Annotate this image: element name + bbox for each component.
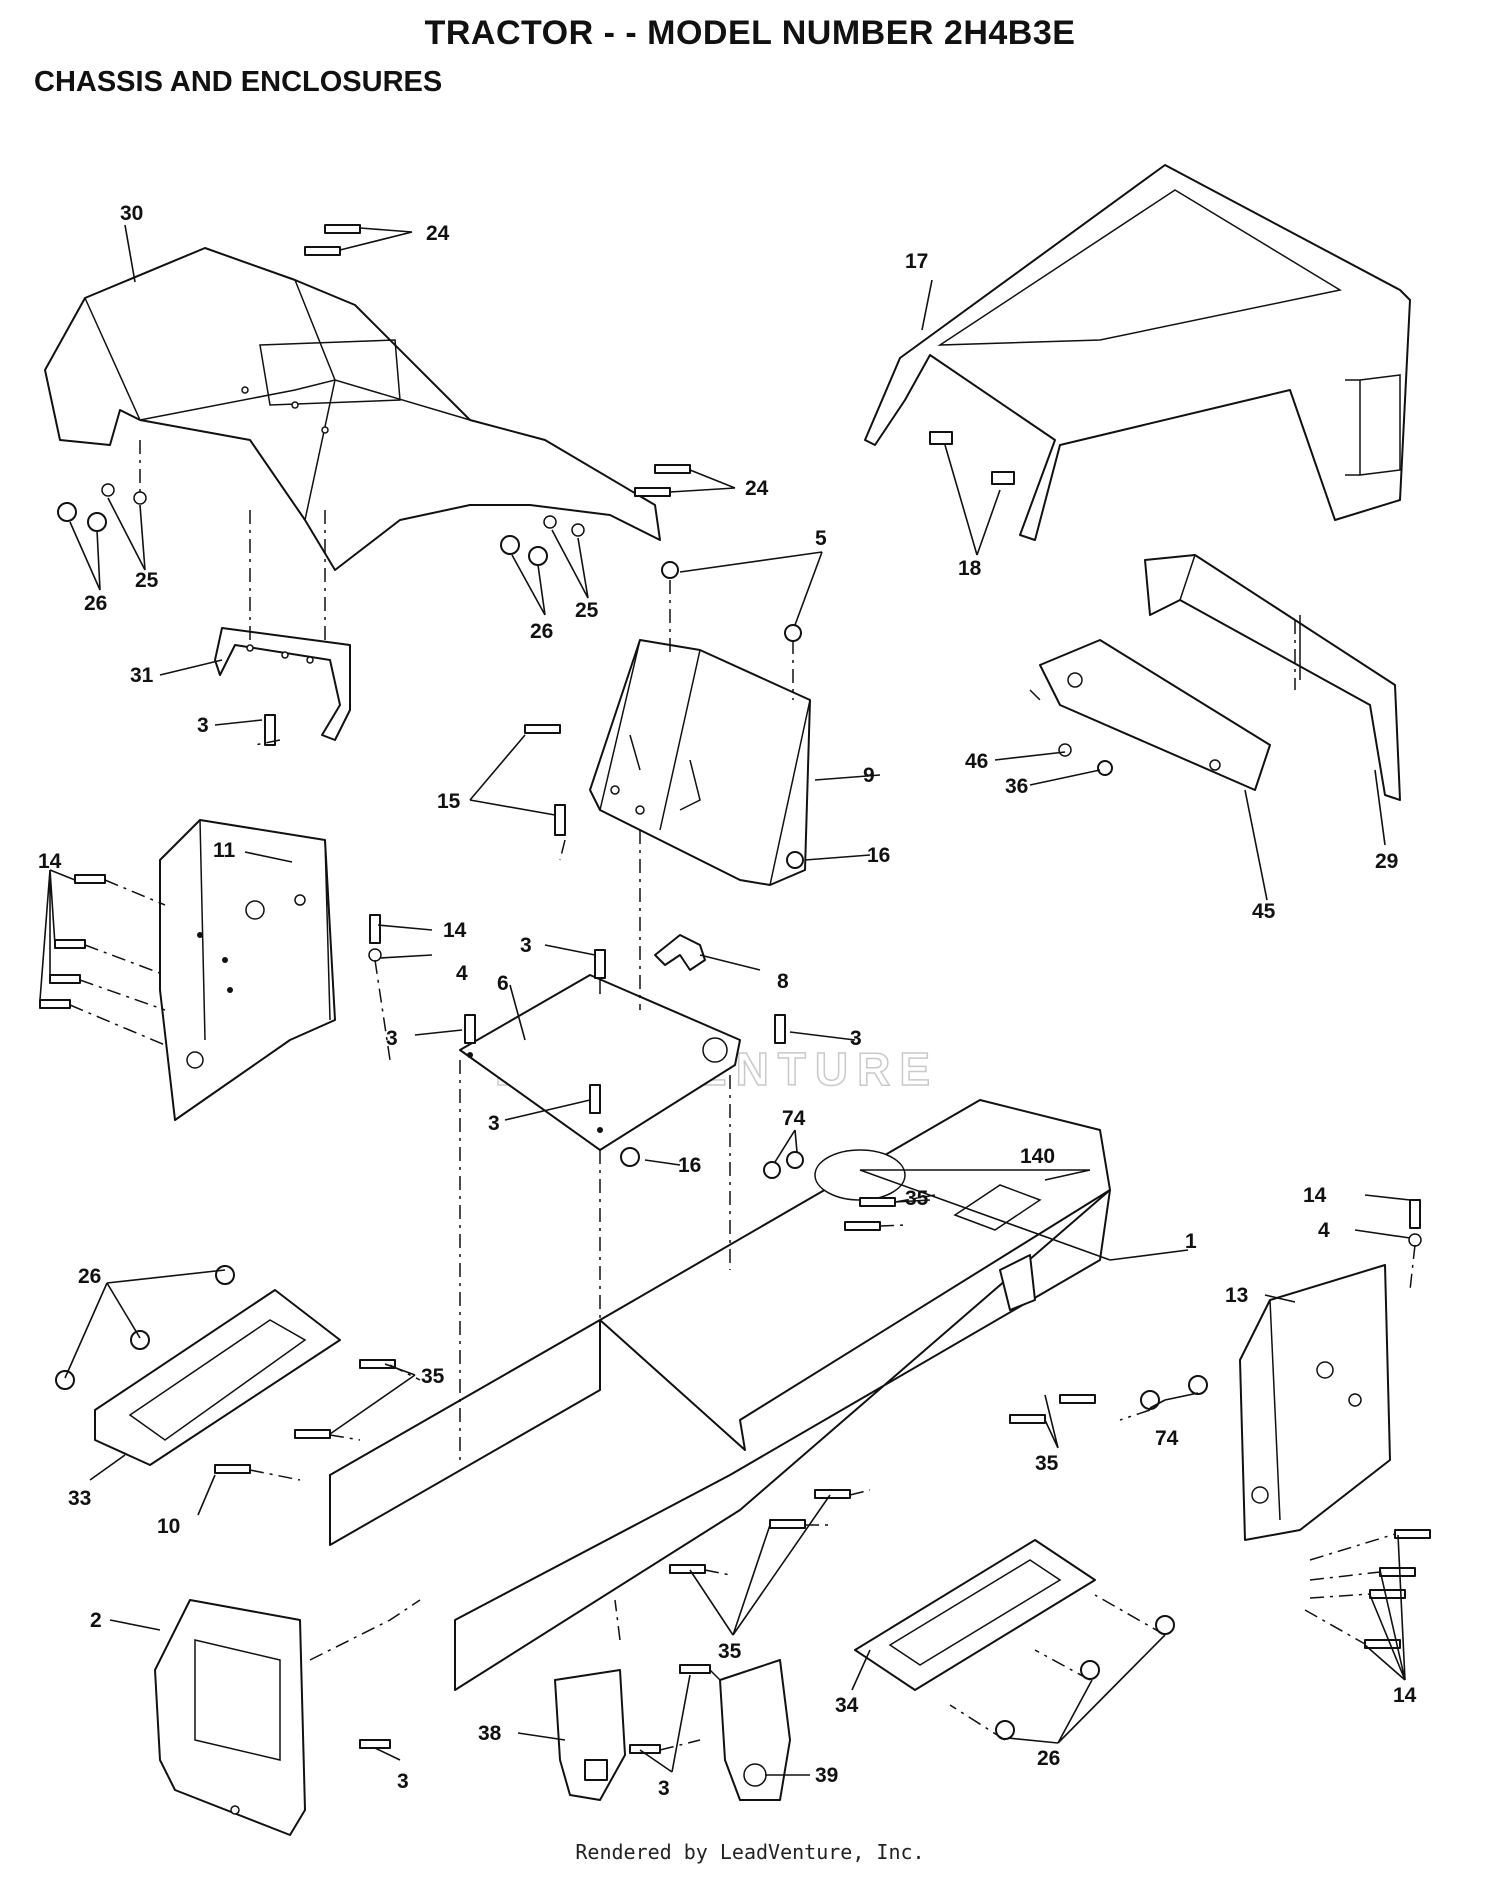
callout-16-top: 16 — [867, 844, 890, 867]
section-title: CHASSIS AND ENCLOSURES — [34, 66, 443, 98]
fasteners — [39, 224, 1431, 1754]
callout-13: 13 — [1225, 1284, 1248, 1307]
callout-14-left: 14 — [38, 850, 62, 873]
part-31-bracket — [214, 627, 351, 741]
callout-35-footrest: 35 — [421, 1365, 445, 1388]
callout-26-center: 26 — [530, 620, 553, 643]
part-6-center-plate — [459, 974, 741, 1151]
callout-74-top: 74 — [782, 1107, 806, 1130]
assembly-lines — [69, 440, 1416, 1751]
callout-38: 38 — [478, 1722, 502, 1745]
callout-14-center: 14 — [443, 919, 467, 942]
callout-45: 45 — [1252, 900, 1276, 923]
callouts: 30 24 17 24 18 25 26 25 26 5 31 3 9 15 1… — [38, 202, 1417, 1800]
part-38-bracket — [554, 1669, 626, 1801]
callout-3-g: 3 — [658, 1777, 670, 1800]
part-8-clip — [654, 934, 706, 971]
callout-39: 39 — [815, 1764, 838, 1787]
page-title: TRACTOR - - MODEL NUMBER 2H4B3E — [424, 14, 1076, 52]
part-9-dash-panel — [589, 639, 811, 886]
part-1-frame — [329, 1099, 1111, 1691]
part-17-hood — [864, 164, 1411, 541]
callout-2: 2 — [90, 1609, 102, 1632]
part-45-bracket — [1039, 639, 1271, 791]
callout-26-bottom: 26 — [1037, 1747, 1060, 1770]
callout-1: 1 — [1185, 1230, 1197, 1253]
callout-36: 36 — [1005, 775, 1028, 798]
callout-26-left: 26 — [84, 592, 107, 615]
callout-29: 29 — [1375, 850, 1398, 873]
part-30-hood — [44, 247, 661, 571]
callout-8: 8 — [777, 970, 789, 993]
part-2-bracket — [154, 1599, 306, 1836]
callout-5: 5 — [815, 527, 827, 550]
callout-6: 6 — [497, 972, 509, 995]
callout-35-bottom: 35 — [718, 1640, 742, 1663]
callout-3-a: 3 — [197, 714, 209, 737]
leader-lines — [39, 224, 1411, 1776]
callout-4-right: 4 — [1318, 1219, 1330, 1242]
callout-35-right: 35 — [1035, 1452, 1059, 1475]
callout-16-bottom: 16 — [678, 1154, 701, 1177]
callout-18: 18 — [958, 557, 982, 580]
part-29-rear-panel — [1144, 554, 1401, 801]
callout-25-center: 25 — [575, 599, 599, 622]
callout-4-center: 4 — [456, 962, 468, 985]
callout-3-d: 3 — [850, 1027, 862, 1050]
callout-9: 9 — [863, 764, 875, 787]
callout-30: 30 — [120, 202, 143, 225]
callout-31: 31 — [130, 664, 154, 687]
callout-35-top: 35 — [905, 1187, 929, 1210]
part-13-side-panel — [1239, 1264, 1391, 1541]
callout-14-right-bottom: 14 — [1393, 1684, 1417, 1707]
callout-46: 46 — [965, 750, 988, 773]
callout-33: 33 — [68, 1487, 91, 1510]
callout-24-top: 24 — [426, 222, 450, 245]
callout-140: 140 — [1020, 1145, 1055, 1168]
callout-14-right-top: 14 — [1303, 1184, 1327, 1207]
footer-credit: Rendered by LeadVenture, Inc. — [575, 1840, 925, 1864]
callout-17: 17 — [905, 250, 928, 273]
callout-3-e: 3 — [488, 1112, 500, 1135]
callout-3-c: 3 — [386, 1027, 398, 1050]
part-34-footrest — [854, 1539, 1096, 1691]
callout-3-f: 3 — [397, 1770, 409, 1793]
callout-74-bottom: 74 — [1155, 1427, 1179, 1450]
part-11-side-panel — [159, 819, 336, 1121]
callout-24-mid: 24 — [745, 477, 769, 500]
callout-11: 11 — [213, 839, 236, 862]
callout-15: 15 — [437, 790, 461, 813]
callout-10: 10 — [157, 1515, 180, 1538]
part-33-footrest — [94, 1289, 341, 1466]
callout-26-footrest: 26 — [78, 1265, 101, 1288]
callout-25-left: 25 — [135, 569, 159, 592]
callout-3-b: 3 — [520, 934, 532, 957]
callout-34: 34 — [835, 1694, 859, 1717]
part-39-bracket — [719, 1659, 791, 1801]
